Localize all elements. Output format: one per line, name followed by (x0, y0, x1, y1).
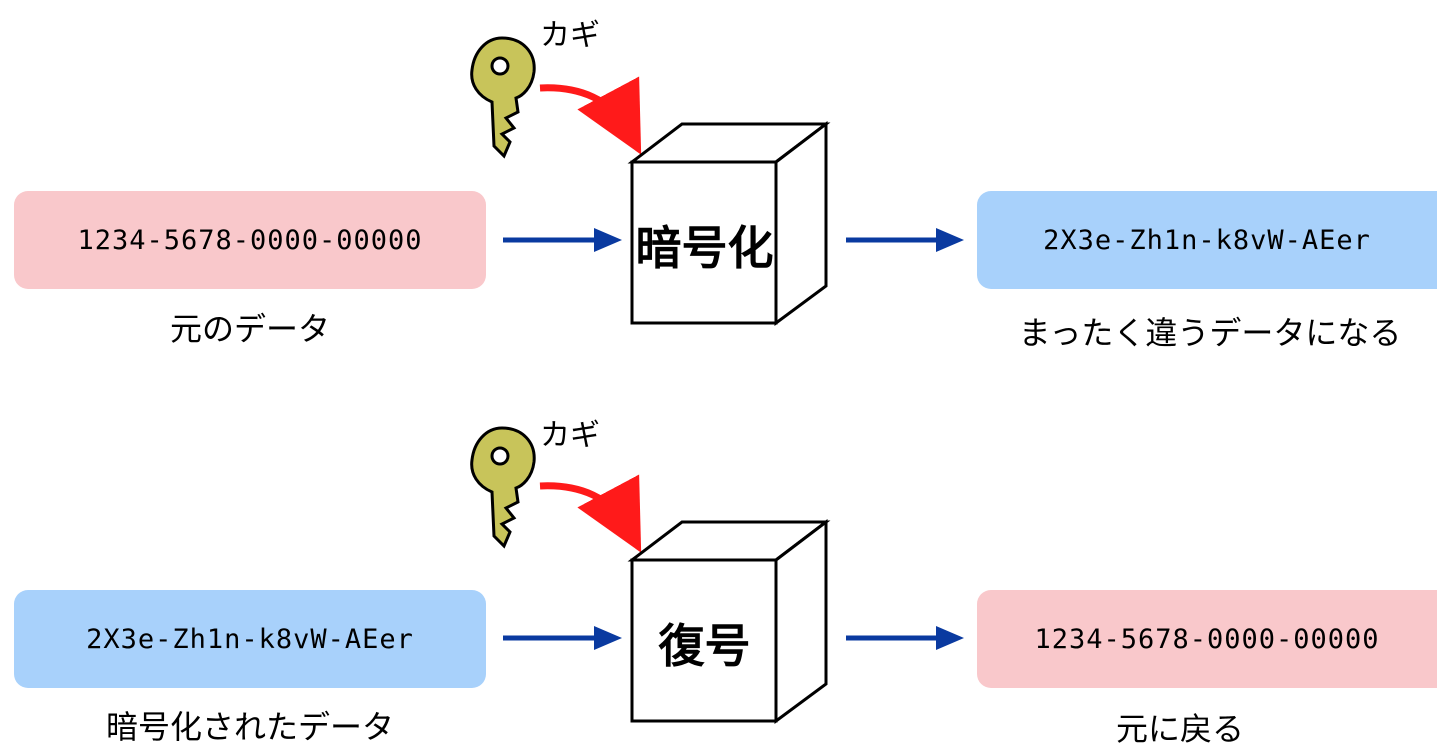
curved-arrow-icon (539, 474, 642, 553)
input-data-text: 2X3e-Zh1n-k8vW-AEer (86, 623, 414, 655)
input-data-text: 1234-5678-0000-00000 (77, 224, 423, 256)
cube-icon (627, 518, 831, 724)
process-label-decrypt: 復号 (658, 619, 751, 673)
cube-icon (627, 120, 831, 326)
arrow-right-icon (846, 626, 964, 650)
output-data-text: 2X3e-Zh1n-k8vW-AEer (1043, 224, 1371, 256)
key-icon (470, 426, 536, 549)
arrow-right-icon (503, 626, 622, 650)
input-data-caption: 元のデータ (169, 310, 330, 348)
process-label-encrypt: 暗号化 (635, 221, 774, 275)
output-data-caption: 元に戻る (1115, 710, 1244, 748)
key-icon (470, 36, 536, 159)
input-data-box: 1234-5678-0000-00000 (14, 191, 486, 289)
output-data-box: 1234-5678-0000-00000 (977, 590, 1437, 688)
input-data-caption: 暗号化されたデータ (105, 708, 394, 746)
arrow-right-icon (846, 228, 964, 252)
output-data-caption: まったく違うデータになる (1018, 314, 1402, 352)
curved-arrow-icon (539, 76, 642, 155)
key-label: カギ (540, 18, 600, 53)
key-label: カギ (540, 418, 600, 453)
output-data-box: 2X3e-Zh1n-k8vW-AEer (977, 191, 1437, 289)
output-data-text: 1234-5678-0000-00000 (1034, 623, 1380, 655)
input-data-box: 2X3e-Zh1n-k8vW-AEer (14, 590, 486, 688)
arrow-right-icon (503, 228, 622, 252)
